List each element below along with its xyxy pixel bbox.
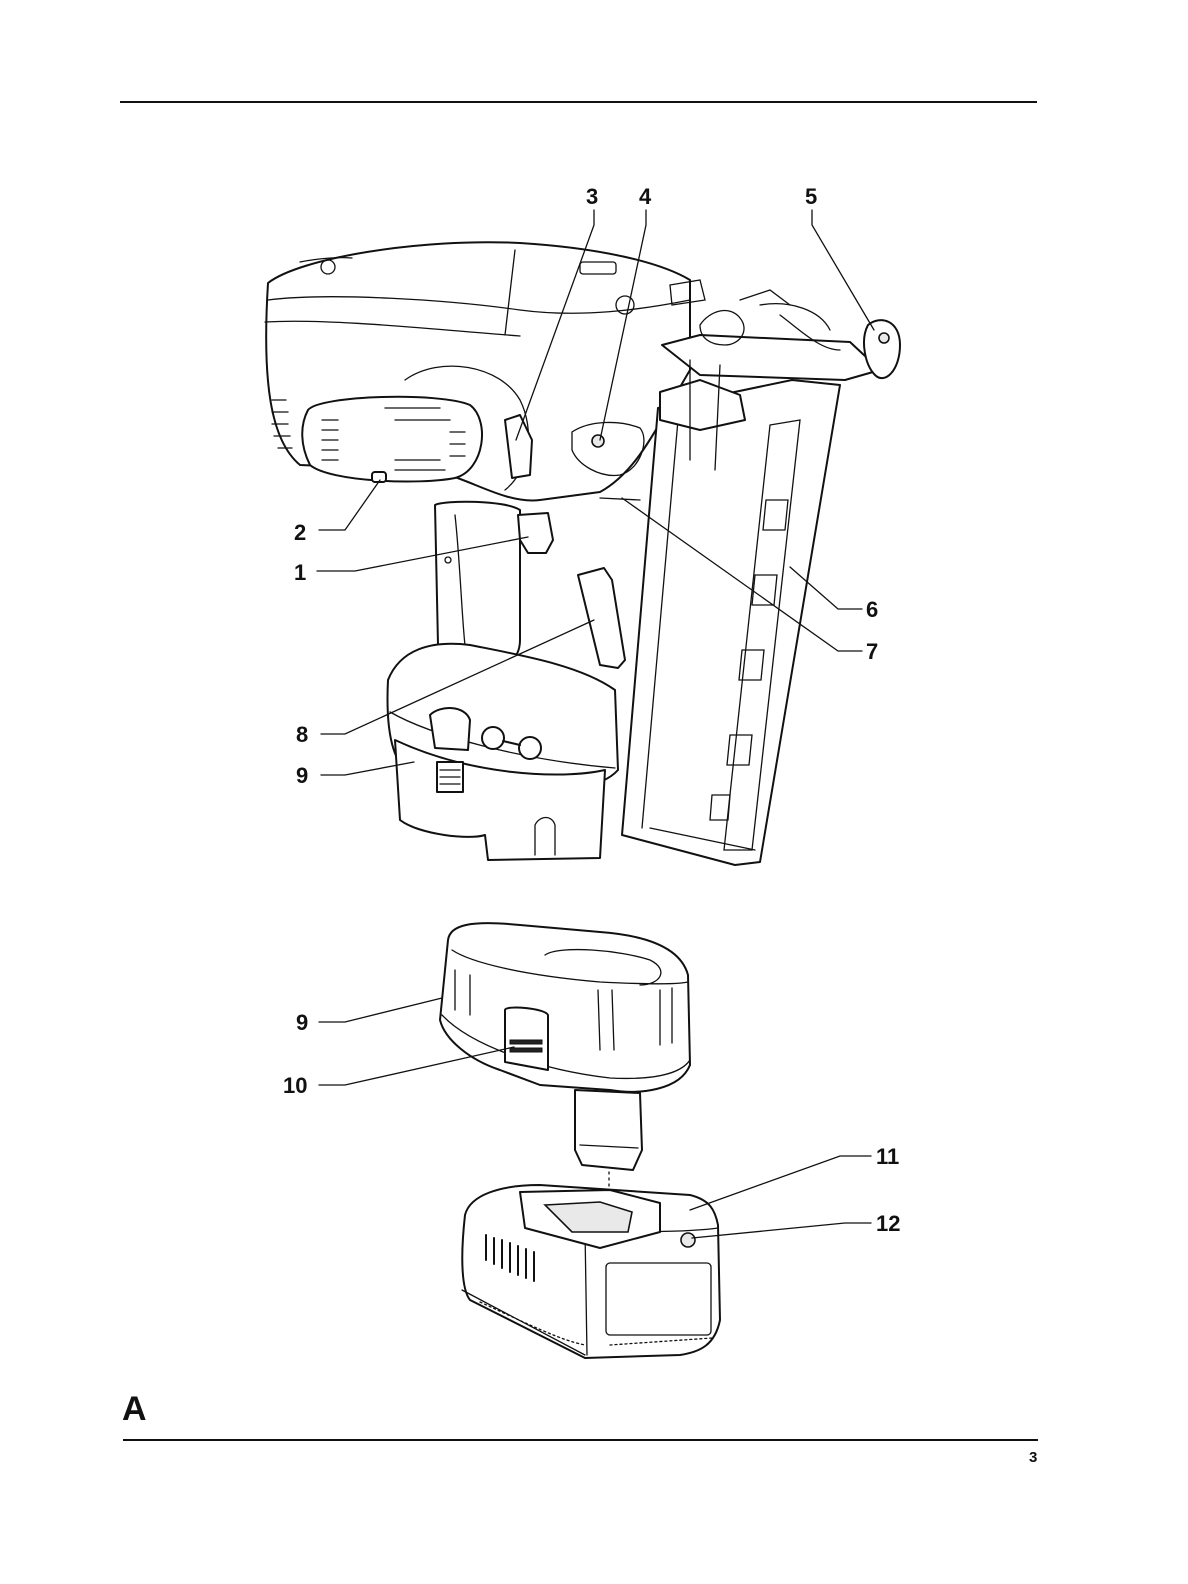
bottom-rule [123, 1439, 1038, 1441]
page-number: 3 [1029, 1450, 1037, 1465]
battery-pack-illustration [440, 923, 690, 1170]
callout-9-tool: 9 [296, 763, 308, 788]
callout-12: 12 [876, 1211, 900, 1236]
charger-illustration [462, 1185, 720, 1358]
figure-letter: A [122, 1392, 147, 1426]
callout-2: 2 [294, 520, 306, 545]
vent-grille [302, 397, 482, 482]
callout-6: 6 [866, 597, 878, 622]
callout-9-pack: 9 [296, 1010, 308, 1035]
lockout-lever [578, 568, 625, 668]
charge-indicator [681, 1233, 695, 1247]
magazine [622, 380, 840, 865]
callout-1: 1 [294, 560, 306, 585]
release-button [505, 1008, 548, 1070]
callout-4: 4 [639, 184, 652, 209]
callout-7: 7 [866, 639, 878, 664]
callout-5: 5 [805, 184, 817, 209]
callout-8: 8 [296, 722, 308, 747]
battery-stem [575, 1090, 642, 1170]
callout-10: 10 [283, 1073, 307, 1098]
callout-11: 11 [876, 1144, 899, 1169]
battery-pack [440, 923, 690, 1092]
trigger [518, 513, 553, 553]
callout-3: 3 [586, 184, 598, 209]
